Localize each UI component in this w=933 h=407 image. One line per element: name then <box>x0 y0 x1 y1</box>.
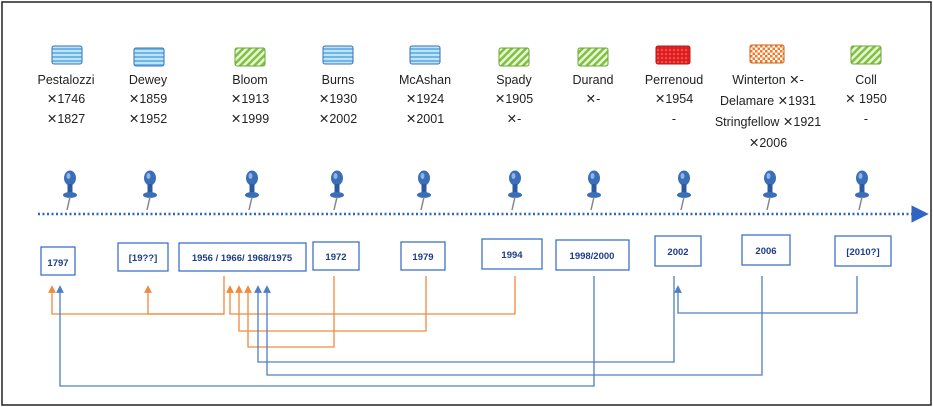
person-birth: ✕- <box>586 92 601 106</box>
year-label: 1956 / 1966/ 1968/1975 <box>192 253 293 264</box>
swatch-perrenoud <box>655 45 691 65</box>
year-box <box>40 246 76 276</box>
person-death: ✕2006 <box>749 136 787 150</box>
person-birth: ✕ 1950 <box>845 92 887 106</box>
year-box <box>312 241 360 271</box>
year-box <box>741 234 791 266</box>
person-mcashan: McAshan ✕1924 ✕2001 <box>399 73 451 126</box>
person-name: McAshan <box>399 73 451 87</box>
swatch-pestalozzi <box>51 45 83 65</box>
swatch-bloom <box>234 47 266 67</box>
person-death: ✕1827 <box>47 112 85 126</box>
person-spady: Spady ✕1905 ✕- <box>495 73 533 126</box>
swatch-coll <box>850 45 882 65</box>
year-label: 2002 <box>667 247 688 258</box>
person-death: ✕2002 <box>319 112 357 126</box>
connector-orange <box>48 276 225 315</box>
year-label: 1994 <box>501 250 523 261</box>
year-box <box>834 235 892 267</box>
person-birth: ✕1954 <box>655 92 693 106</box>
connector-blue <box>56 276 595 387</box>
year-label: 1797 <box>47 258 68 269</box>
year-box <box>178 242 307 272</box>
person-durand: Durand ✕- <box>573 73 614 106</box>
swatch-spady <box>498 47 530 67</box>
connector-orange <box>144 285 224 315</box>
year-box <box>654 235 702 267</box>
year-label: 1979 <box>412 252 433 263</box>
year-box <box>117 242 169 272</box>
person-name: Winterton ✕- <box>732 73 804 87</box>
year-label: 2006 <box>755 246 776 257</box>
blue-connectors <box>56 276 858 387</box>
swatch-winterton <box>749 44 785 64</box>
person-dewey: Dewey ✕1859 ✕1952 <box>129 73 168 126</box>
person-name: Bloom <box>232 73 267 87</box>
orange-connectors <box>48 276 516 348</box>
person-death: ✕- <box>507 112 522 126</box>
person-name: Pestalozzi <box>38 73 95 87</box>
person-death: ✕2001 <box>406 112 444 126</box>
person-coll: Coll ✕ 1950 - <box>845 73 887 126</box>
person-burns: Burns ✕1930 ✕2002 <box>319 73 357 126</box>
person-birth: ✕1746 <box>47 92 85 106</box>
swatch-dewey <box>133 47 165 67</box>
person-death: - <box>672 112 676 126</box>
person-line2: Delamare ✕1931 <box>720 94 816 108</box>
swatch-burns <box>322 45 354 65</box>
person-pestalozzi: Pestalozzi ✕1746 ✕1827 <box>38 73 95 126</box>
connector-orange <box>244 276 335 348</box>
connector-blue <box>254 276 675 363</box>
person-name: Dewey <box>129 73 168 87</box>
person-name: Perrenoud <box>645 73 703 87</box>
person-birth: ✕1930 <box>319 92 357 106</box>
swatch-mcashan <box>409 45 441 65</box>
person-birth: ✕1859 <box>129 92 167 106</box>
person-death: ✕1952 <box>129 112 167 126</box>
person-name: Burns <box>322 73 355 87</box>
person-birth: ✕1913 <box>231 92 269 106</box>
swatch-durand <box>577 47 609 67</box>
year-label: 1972 <box>325 252 346 263</box>
year-box <box>400 241 446 271</box>
year-label: [2010?] <box>846 247 879 258</box>
person-name: Coll <box>855 73 877 87</box>
person-bloom: Bloom ✕1913 ✕1999 <box>231 73 269 126</box>
year-box <box>481 238 543 270</box>
person-birth: ✕1924 <box>406 92 444 106</box>
connector-blue <box>263 276 763 376</box>
year-label: [19??] <box>129 253 158 264</box>
connector-orange <box>235 276 427 332</box>
person-name: Durand <box>573 73 614 87</box>
connector-blue <box>674 276 858 314</box>
person-line3: Stringfellow ✕1921 <box>715 115 821 129</box>
person-winterton-group: Winterton ✕- Delamare ✕1931 Stringfellow… <box>715 73 821 150</box>
year-box <box>555 239 630 271</box>
connector-orange <box>226 276 516 315</box>
person-death: ✕1999 <box>231 112 269 126</box>
year-label: 1998/2000 <box>570 251 615 262</box>
person-name: Spady <box>496 73 532 87</box>
person-death: - <box>864 112 868 126</box>
person-perrenoud: Perrenoud ✕1954 - <box>645 73 703 126</box>
person-birth: ✕1905 <box>495 92 533 106</box>
